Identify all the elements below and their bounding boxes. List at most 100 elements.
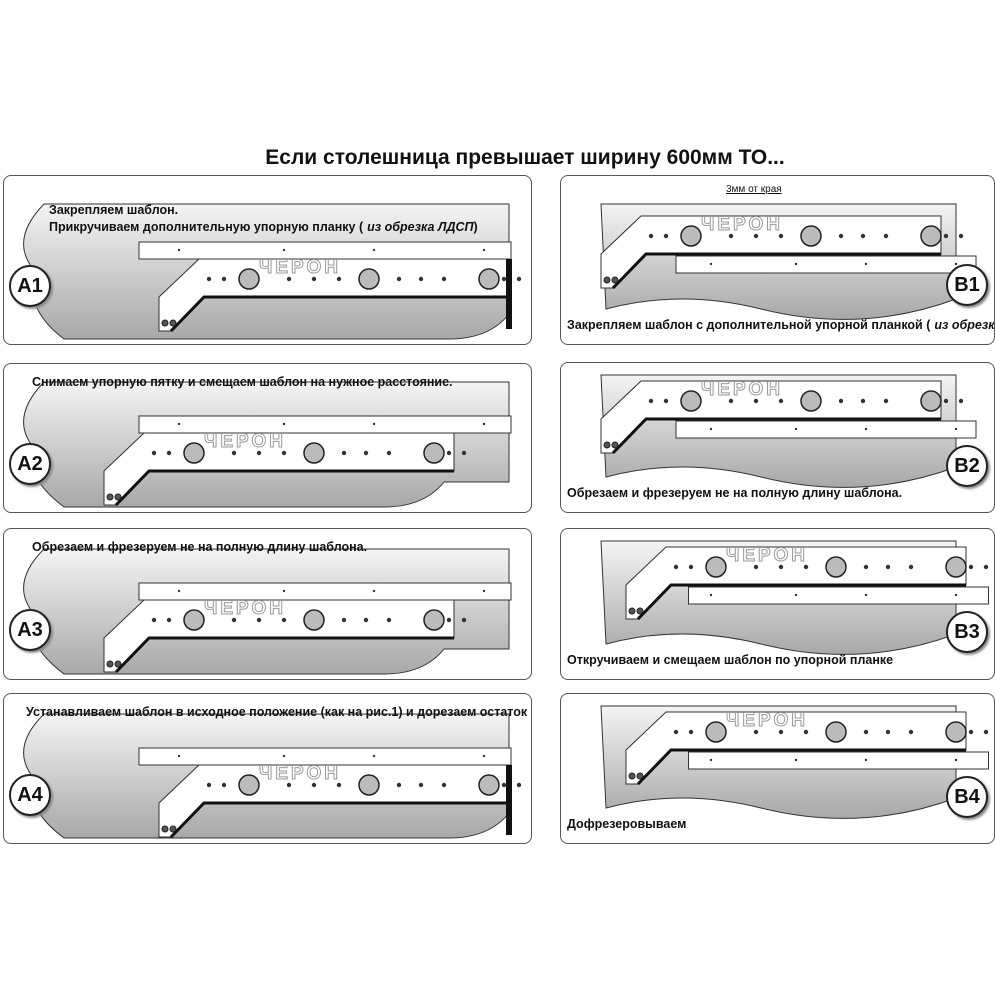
screw	[169, 319, 177, 327]
small-hole	[983, 729, 989, 735]
strip-dot	[864, 593, 868, 597]
small-hole	[968, 564, 974, 570]
small-hole	[663, 398, 669, 404]
large-hole	[358, 774, 380, 796]
large-hole	[238, 268, 260, 290]
screw	[603, 276, 611, 284]
caption-text: Откручиваем и смещаем шаблон по упорной …	[567, 653, 894, 667]
strip-dot	[282, 422, 286, 426]
template: ЧЕРОН	[600, 214, 964, 290]
strip-dot	[482, 248, 486, 252]
template-edge	[611, 417, 941, 455]
step-badge: B2	[946, 445, 988, 487]
small-hole	[673, 564, 679, 570]
caption-text: Обрезаем и фрезеруем не на полную длину …	[32, 540, 368, 554]
small-hole	[516, 782, 522, 788]
screw	[114, 660, 122, 668]
small-hole	[663, 233, 669, 239]
strip-dot	[954, 593, 958, 597]
small-hole	[206, 276, 212, 282]
large-hole	[825, 721, 847, 743]
small-hole	[256, 450, 262, 456]
small-hole	[983, 564, 989, 570]
small-hole	[286, 782, 292, 788]
small-hole	[838, 398, 844, 404]
small-hole	[166, 450, 172, 456]
strip-dot	[794, 593, 798, 597]
small-hole	[860, 398, 866, 404]
illustration: ЧЕРОН	[600, 374, 977, 488]
small-hole	[341, 450, 347, 456]
large-hole	[945, 556, 967, 578]
screw	[114, 493, 122, 501]
small-hole	[863, 564, 869, 570]
small-hole	[501, 782, 507, 788]
large-hole	[920, 225, 942, 247]
screw	[636, 607, 644, 615]
small-hole	[461, 450, 467, 456]
small-hole	[753, 729, 759, 735]
caption-line: Закрепляем шаблон с дополнительной упорн…	[567, 317, 995, 334]
strip-dot	[282, 754, 286, 758]
template: ЧЕРОН	[625, 545, 989, 621]
small-hole	[943, 398, 949, 404]
small-hole	[728, 233, 734, 239]
screw	[106, 660, 114, 668]
small-hole	[885, 729, 891, 735]
caption-line: Обрезаем и фрезеруем не на полную длину …	[32, 539, 367, 556]
screw	[161, 319, 169, 327]
small-hole	[728, 398, 734, 404]
caption-text: Обрезаем и фрезеруем не на полную длину …	[567, 486, 903, 500]
small-hole	[151, 450, 157, 456]
small-hole	[753, 233, 759, 239]
small-hole	[778, 398, 784, 404]
step-badge: B3	[946, 611, 988, 653]
caption-line: Закрепляем шаблон.	[49, 202, 478, 219]
small-hole	[231, 450, 237, 456]
large-hole	[800, 390, 822, 412]
small-hole	[386, 617, 392, 623]
strip-dot	[954, 427, 958, 431]
small-hole	[363, 617, 369, 623]
caption-italic: из обрезка ЛДСП	[934, 318, 995, 332]
small-hole	[501, 276, 507, 282]
strip-dot	[709, 758, 713, 762]
stop-strip	[675, 255, 977, 274]
template-edge	[169, 801, 509, 839]
small-hole	[221, 276, 227, 282]
template-edge	[611, 252, 941, 290]
strip-dot	[864, 262, 868, 266]
step-badge: A3	[9, 609, 51, 651]
caption-text: Дофрезеровываем	[567, 817, 687, 831]
illustration: ЧЕРОН	[600, 705, 989, 819]
edge-offset-note: 3мм от края	[726, 184, 782, 195]
screw	[611, 276, 619, 284]
step-caption: Закрепляем шаблон.Прикручиваем дополните…	[49, 202, 478, 236]
strip-dot	[794, 758, 798, 762]
strip-dot	[372, 754, 376, 758]
illustration: ЧЕРОН	[23, 381, 512, 508]
large-hole	[303, 442, 325, 464]
strip-dot	[282, 589, 286, 593]
strip-dot	[864, 758, 868, 762]
template-logo: ЧЕРОН	[204, 431, 286, 452]
small-hole	[778, 729, 784, 735]
small-hole	[860, 233, 866, 239]
screw	[628, 772, 636, 780]
large-hole	[423, 442, 445, 464]
small-hole	[396, 276, 402, 282]
small-hole	[461, 617, 467, 623]
small-hole	[803, 729, 809, 735]
large-hole	[478, 268, 500, 290]
template-logo: ЧЕРОН	[259, 257, 341, 278]
large-hole	[825, 556, 847, 578]
small-hole	[908, 564, 914, 570]
large-hole	[238, 774, 260, 796]
illustration: ЧЕРОН	[600, 203, 977, 320]
screw	[603, 441, 611, 449]
small-hole	[648, 398, 654, 404]
large-hole	[705, 721, 727, 743]
small-hole	[778, 233, 784, 239]
